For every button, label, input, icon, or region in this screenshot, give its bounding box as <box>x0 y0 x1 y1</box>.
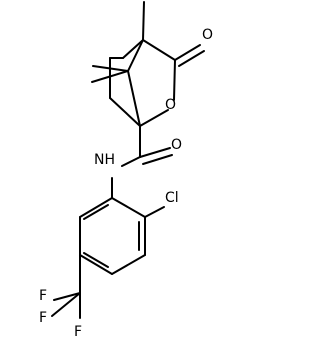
bond-amide-double-a <box>139 147 171 158</box>
bond-ring-to-cl <box>144 206 165 218</box>
bond-bridge-cyclo-b <box>109 97 141 127</box>
bond-carbonyl-double-b <box>178 50 205 67</box>
benzene-ring <box>79 197 165 294</box>
atom-label-nh: NH <box>94 152 115 168</box>
atom-label-cl: Cl <box>165 190 179 206</box>
amide-group <box>111 125 173 199</box>
bond-ring-o-to-bridgehead <box>139 109 169 127</box>
atom-label-o-ring: O <box>165 97 176 113</box>
trifluoromethyl-group <box>51 292 81 319</box>
ring-inner-bond-2 <box>83 252 109 268</box>
atom-label-o-amide: O <box>171 137 182 153</box>
bond-bridgehead-to-carbonyl <box>142 39 176 61</box>
bond-gem-methyl-1 <box>92 65 129 72</box>
atom-label-o-ketone: O <box>202 27 213 43</box>
atom-label-f2: F <box>74 324 82 340</box>
bond-bridge-cyclo-a <box>122 39 144 59</box>
ring-inner-bond-3 <box>83 204 109 220</box>
bond-bridge-gem-b <box>127 70 141 127</box>
bond-carbonyl-double-a <box>174 44 201 61</box>
ring-bond-1 <box>111 197 146 218</box>
atom-label-f1: F <box>39 288 47 304</box>
bond-amide-c-to-n <box>121 156 141 167</box>
molecule-structure: O O NH O Cl F F F <box>39 1 213 340</box>
bicyclic-core <box>91 1 205 127</box>
ring-bond-3 <box>111 254 146 275</box>
ring-bond-4 <box>79 254 113 275</box>
atom-labels: O O NH O Cl F F F <box>39 27 213 340</box>
bond-carbonyl-to-ring-o <box>173 59 176 101</box>
bond-amide-double-b <box>142 154 173 165</box>
bond-c-to-f3 <box>51 292 81 317</box>
bond-methyl-top <box>142 1 145 41</box>
atom-label-f3: F <box>39 310 47 326</box>
ring-bond-6 <box>79 197 113 218</box>
bond-c-to-f1 <box>53 292 81 301</box>
bond-bridge-gem-a <box>127 39 144 72</box>
bond-gem-methyl-2 <box>91 70 129 83</box>
